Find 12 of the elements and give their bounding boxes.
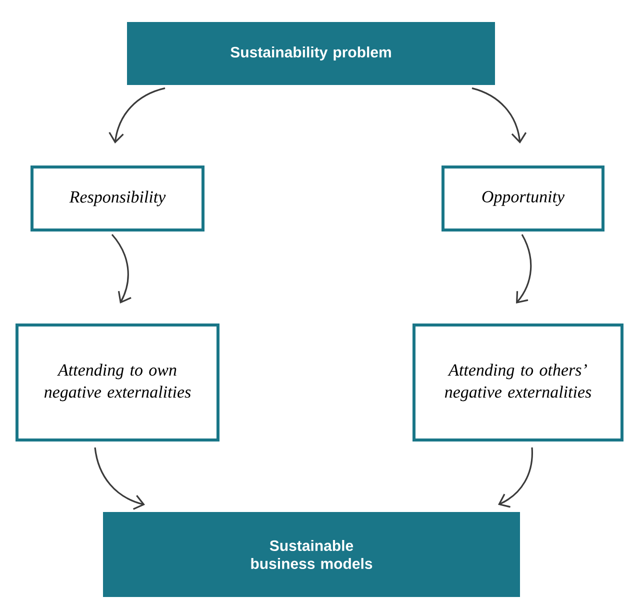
arrow (472, 87, 527, 144)
text-box: Responsibility (30, 165, 204, 232)
arrow (516, 234, 532, 304)
text-box: Attending to others’ negative externalities (412, 324, 624, 442)
text-box: Opportunity (442, 165, 604, 232)
text-box: Attending to own negative externalities (16, 324, 220, 442)
heading-box: Sustainability problem (127, 22, 495, 85)
arrow (94, 447, 145, 510)
arrow (108, 87, 166, 144)
heading-box: Sustainable business models (103, 512, 520, 597)
arrow (111, 234, 132, 304)
arrow (498, 447, 533, 508)
